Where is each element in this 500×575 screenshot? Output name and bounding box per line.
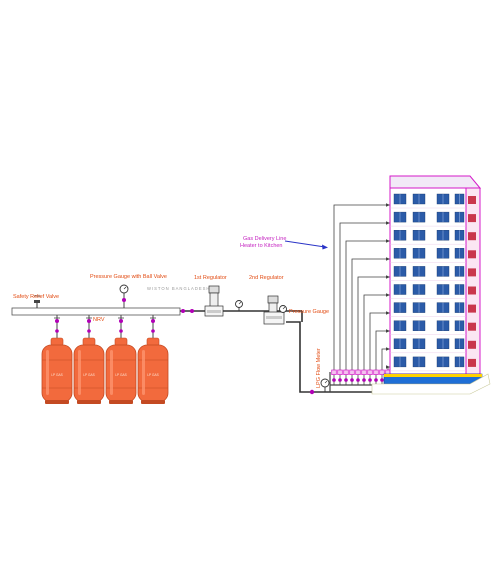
building-roof — [389, 175, 482, 189]
lpg-cylinder: LP GAS — [73, 315, 105, 404]
floor-meter-icon — [379, 369, 385, 385]
safety-relief-valve-icon — [34, 295, 40, 308]
delivery-line — [351, 257, 390, 372]
cylinder-label: LP GAS — [83, 373, 94, 377]
supply-valves — [181, 309, 194, 313]
watermark-text: WISTON BANGLADESH — [147, 286, 210, 291]
delivery-line — [345, 239, 390, 372]
delivery-line — [333, 203, 390, 372]
second-regulator-icon — [263, 295, 285, 325]
cylinder-label: LP GAS — [115, 373, 126, 377]
floor-meter-icon — [343, 369, 349, 385]
delivery-line — [369, 311, 390, 372]
balcony — [468, 250, 476, 259]
floor-meter-icon — [337, 369, 343, 385]
mid-gauge-icon — [235, 300, 243, 311]
balcony — [468, 232, 476, 241]
cylinder-label: LP GAS — [147, 373, 158, 377]
pressure-gauge-icon — [279, 305, 287, 313]
balcony — [468, 304, 476, 313]
balcony — [468, 340, 476, 349]
floor-meter-icon — [349, 369, 355, 385]
delivery-line — [339, 221, 390, 372]
nrv-label: NRV — [93, 317, 105, 323]
balcony — [468, 268, 476, 277]
ground-plate — [371, 373, 491, 395]
manifold-pipe — [11, 307, 181, 316]
lpg-cylinder: LP GAS — [41, 315, 73, 404]
lpg-cylinder: LP GAS — [105, 315, 137, 404]
main-flow-meter-icon — [309, 378, 330, 395]
delivery-line — [357, 275, 390, 372]
building — [371, 175, 491, 395]
balcony — [468, 322, 476, 331]
balcony — [468, 358, 476, 367]
floor-meters-group — [331, 369, 391, 385]
balcony — [468, 214, 476, 223]
riser-pipe — [286, 321, 385, 393]
balcony — [468, 286, 476, 295]
delivery-line — [363, 293, 390, 372]
gas-delivery-line-label: Gas Delivery Line — [243, 236, 286, 242]
cylinder-label: LP GAS — [51, 373, 62, 377]
first-regulator-label: 1st Regulator — [194, 275, 227, 281]
floor-meter-icon — [355, 369, 361, 385]
cylinder-group: LP GAS LP GAS LP GAS LP GAS — [41, 315, 169, 404]
balcony — [468, 196, 476, 204]
gauge-with-ball-valve-icon — [119, 284, 129, 308]
delivery-line — [381, 347, 390, 372]
lpg-flow-meter-label: LPG Flow Meter — [316, 348, 322, 388]
delivery-arrow-icon — [284, 240, 328, 250]
pressure-gauge-label: Pressure Gauge — [289, 309, 329, 315]
floor-meter-icon — [361, 369, 367, 385]
delivery-lines-group — [329, 203, 390, 392]
safety-relief-valve-label: Safety Relief Valve — [13, 294, 59, 300]
second-regulator-label: 2nd Regulator — [249, 275, 284, 281]
pressure-gauge-ball-valve-label: Pressure Gauge with Ball Valve — [90, 274, 167, 280]
delivery-line — [375, 329, 390, 372]
heater-to-kitchen-label: Heater to Kitchen — [240, 243, 283, 249]
windows-group — [390, 193, 476, 372]
first-regulator-icon — [204, 285, 224, 317]
lpg-cylinder: LP GAS — [137, 315, 169, 404]
floor-meter-icon — [367, 369, 373, 385]
floor-meter-icon — [373, 369, 379, 385]
floor-meter-icon — [331, 369, 337, 385]
